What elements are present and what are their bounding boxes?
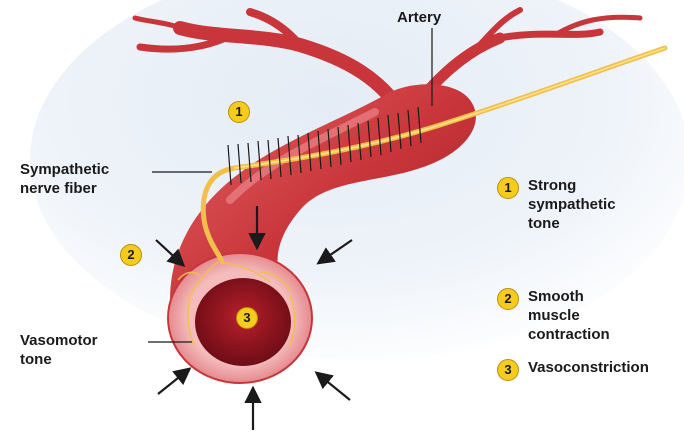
sympathetic-nerve-fiber-label: Sympathetic nerve fiber xyxy=(20,160,109,198)
legend-badge-2: 2 xyxy=(497,288,519,310)
legend-badge-3: 3 xyxy=(497,359,519,381)
legend-text-3: Vasoconstriction xyxy=(528,358,649,377)
artery-label: Artery xyxy=(397,8,441,27)
badge-2: 2 xyxy=(120,244,142,266)
badge-1: 1 xyxy=(228,101,250,123)
legend-text-1: Strong sympathetic tone xyxy=(528,176,616,233)
legend-badge-1: 1 xyxy=(497,177,519,199)
vasomotor-tone-label: Vasomotor tone xyxy=(20,331,98,369)
badge-3: 3 xyxy=(236,307,258,329)
legend-text-2: Smooth muscle contraction xyxy=(528,287,610,344)
